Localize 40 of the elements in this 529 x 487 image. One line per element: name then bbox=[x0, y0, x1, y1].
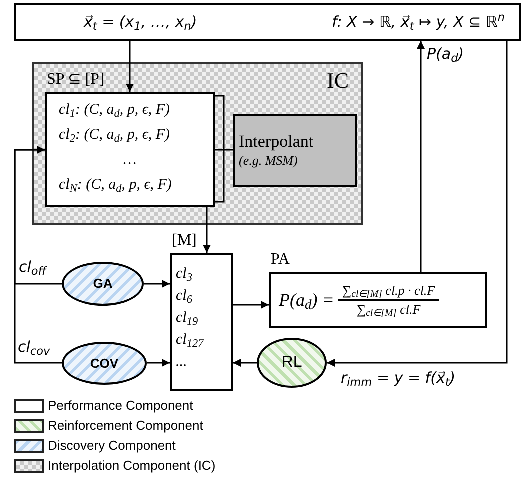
legend-text: Interpolation Component (IC) bbox=[48, 458, 216, 474]
arrow bbox=[233, 301, 269, 309]
classifier-text: cl$_{N}$: (C, a$_{d}$, p, ϵ, F) bbox=[59, 176, 173, 197]
connector-line bbox=[215, 149, 233, 151]
formula-text: P(a$_{d}$) = bbox=[279, 288, 334, 314]
formula-text: x⃗$_{t}$ = (x$_{1}$, …, x$_{n}$) bbox=[84, 12, 198, 34]
interpolation-component-area bbox=[32, 62, 363, 225]
classifier-text: cl$_{19}$ bbox=[176, 309, 200, 329]
formula-text: f: X → ℝ, x⃗$_{t}$ ↦ y, X ⊆ ℝ$^{n}$ bbox=[332, 10, 505, 34]
component-label: IC bbox=[327, 70, 349, 92]
arrow bbox=[417, 41, 425, 272]
denominator-text: ∑$_{cl∈[M]}$ cl.F bbox=[338, 299, 440, 318]
example-text: (e.g. MSM) bbox=[239, 152, 299, 170]
interpolant-box bbox=[233, 114, 357, 187]
legend-text: Reinforcement Component bbox=[48, 418, 204, 434]
arrow bbox=[144, 280, 170, 288]
classifier-text: ... bbox=[176, 353, 188, 372]
classifier-text: cl$_{3}$ bbox=[176, 265, 194, 285]
arrow bbox=[14, 146, 62, 364]
classifier-text: cl$_{1}$: (C, a$_{d}$, p, ϵ, F) bbox=[59, 101, 172, 122]
classifier-text: cl$_{2}$: (C, a$_{d}$, p, ϵ, F) bbox=[59, 126, 172, 147]
prediction-array-label: PA bbox=[271, 250, 290, 270]
classifier-text: cl$_{127}$ bbox=[176, 331, 205, 351]
environment-box bbox=[14, 3, 521, 41]
classifier-text: cl$_{6}$ bbox=[176, 287, 194, 307]
arrow bbox=[126, 41, 134, 92]
legend-text: Performance Component bbox=[48, 398, 194, 414]
legend-text: Discovery Component bbox=[48, 438, 176, 454]
component-label: COV bbox=[90, 354, 119, 373]
set-label: [M] bbox=[172, 231, 197, 251]
arrow bbox=[233, 359, 257, 367]
component-label: GA bbox=[93, 275, 113, 294]
arrow bbox=[203, 207, 211, 253]
interpolant-label: Interpolant bbox=[239, 132, 315, 152]
component-label: RL bbox=[282, 353, 302, 373]
set-label: SP ⊆ [P] bbox=[47, 70, 105, 90]
arrow bbox=[327, 41, 508, 367]
numerator-text: ∑$_{cl∈[M]}$ cl.p · cl.F bbox=[341, 282, 436, 299]
arrow bbox=[147, 359, 170, 367]
classifier-text: … bbox=[123, 151, 138, 170]
